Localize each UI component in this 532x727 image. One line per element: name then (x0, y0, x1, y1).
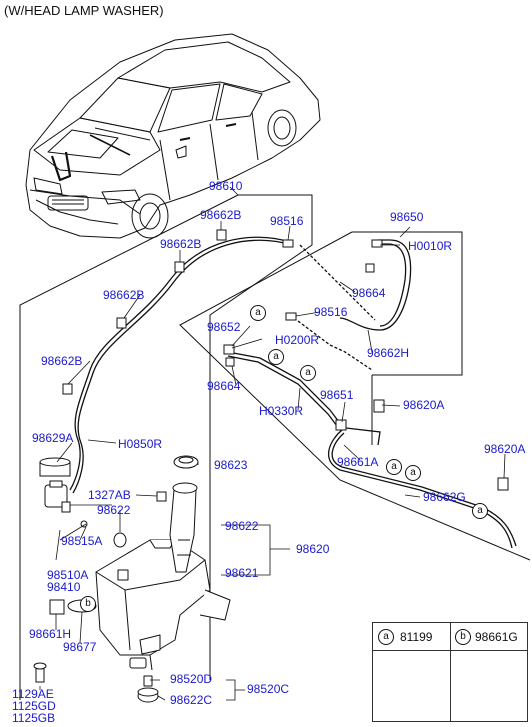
marker-a: a (300, 365, 316, 381)
part-label-h0330r[interactable]: H0330R (259, 404, 304, 418)
marker-b: b (80, 596, 96, 612)
hoses (69, 236, 517, 549)
group-boundary-lines (19, 194, 531, 700)
part-label-98662b-1[interactable]: 98662B (200, 208, 242, 222)
part-label-98620a-1[interactable]: 98620A (403, 398, 445, 412)
part-label-1327ab[interactable]: 1327AB (88, 488, 131, 502)
part-label-98515a[interactable]: 98515A (61, 534, 103, 548)
part-label-98661a[interactable]: 98661A (337, 455, 379, 469)
marker-a: a (386, 459, 402, 475)
legend-header-rule (373, 650, 527, 651)
marker-a: a (250, 305, 266, 321)
part-label-98650[interactable]: 98650 (390, 210, 424, 224)
part-label-h0010r[interactable]: H0010R (408, 239, 453, 253)
part-label-98662h[interactable]: 98662H (367, 346, 410, 360)
part-label-98516-2[interactable]: 98516 (314, 305, 348, 319)
part-label-98620a-2[interactable]: 98620A (484, 442, 526, 456)
legend-marker-b: b (455, 629, 471, 645)
part-label-98520d[interactable]: 98520D (170, 672, 213, 686)
part-label-98652[interactable]: 98652 (207, 320, 241, 334)
part-label-98661h[interactable]: 98661H (29, 627, 72, 641)
part-label-98664-2[interactable]: 98664 (207, 379, 241, 393)
part-label-98662g[interactable]: 98662G (423, 490, 466, 504)
part-label-98623[interactable]: 98623 (214, 458, 248, 472)
part-label-98621[interactable]: 98621 (225, 566, 259, 580)
part-label-98629a[interactable]: 98629A (32, 431, 74, 445)
part-label-h0200r[interactable]: H0200R (275, 333, 320, 347)
legend-divider (450, 623, 451, 721)
part-label-98622-1[interactable]: 98622 (97, 503, 131, 517)
part-label-1125gd[interactable]: 1125GD (12, 699, 56, 713)
car-illustration (25, 33, 321, 239)
part-label-98677[interactable]: 98677 (63, 640, 97, 654)
leader-lines (39, 186, 506, 701)
marker-a: a (268, 349, 284, 365)
part-label-98651[interactable]: 98651 (320, 388, 354, 402)
part-label-98622c[interactable]: 98622C (170, 693, 213, 707)
part-label-98664-1[interactable]: 98664 (352, 286, 386, 300)
legend-box: a 81199 b 98661G (372, 622, 528, 722)
part-label-98662b-2[interactable]: 98662B (160, 237, 202, 251)
part-label-98622-2[interactable]: 98622 (225, 519, 259, 533)
part-label-h0850r[interactable]: H0850R (118, 437, 163, 451)
clips-and-fittings (62, 229, 509, 502)
part-label-1125gb[interactable]: 1125GB (12, 711, 56, 725)
legend-marker-a: a (378, 629, 394, 645)
part-label-98410[interactable]: 98410 (47, 580, 81, 594)
washer-reservoir (95, 455, 231, 703)
legend-code-81199[interactable]: 81199 (400, 630, 433, 644)
page-title: (W/HEAD LAMP WASHER) (4, 3, 164, 18)
marker-a: a (405, 465, 421, 481)
part-label-98516-1[interactable]: 98516 (270, 214, 304, 228)
part-label-98510a[interactable]: 98510A (47, 568, 89, 582)
part-label-98620[interactable]: 98620 (296, 542, 330, 556)
part-label-98610[interactable]: 98610 (209, 179, 243, 193)
part-label-98662b-4[interactable]: 98662B (41, 354, 83, 368)
legend-code-98661g[interactable]: 98661G (475, 630, 518, 644)
part-label-1129ae[interactable]: 1129AE (12, 687, 54, 701)
part-label-98662b-3[interactable]: 98662B (103, 288, 145, 302)
part-label-98520c[interactable]: 98520C (247, 682, 290, 696)
marker-a: a (472, 503, 488, 519)
